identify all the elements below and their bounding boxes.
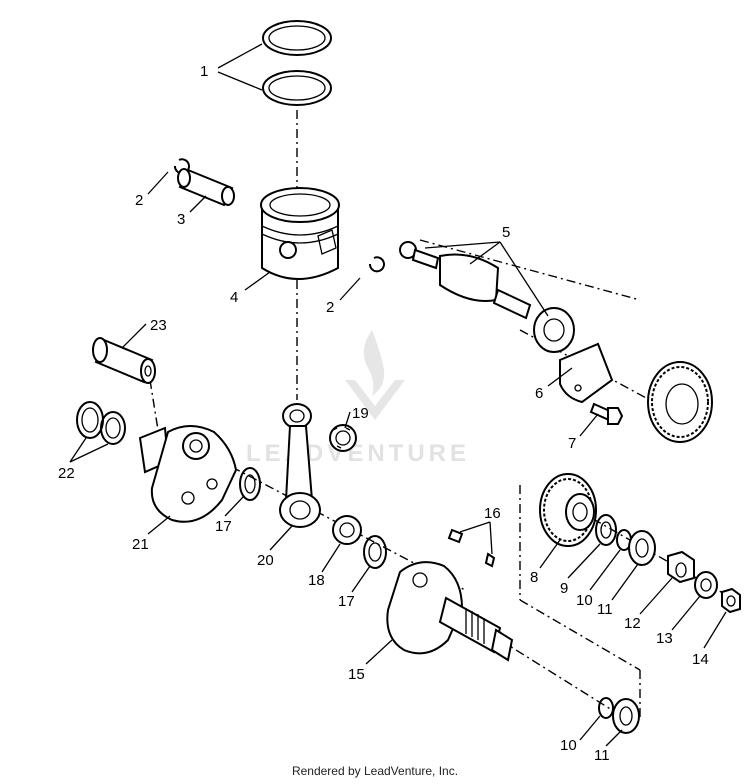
crank-seals (76, 401, 126, 445)
primary-gear (647, 361, 713, 443)
thrust-washers (239, 467, 387, 569)
crankshaft-right-half (386, 561, 514, 662)
callout-10-bottom: 10 (560, 737, 577, 754)
callout-23: 23 (150, 317, 167, 334)
callout-21: 21 (132, 536, 149, 553)
big-end-bearing (332, 515, 362, 545)
callout-13: 13 (656, 630, 673, 647)
callout-19: 19 (352, 405, 369, 422)
piston (260, 187, 340, 280)
piston-pin (177, 168, 235, 207)
callout-9: 9 (560, 580, 568, 597)
callout-5: 5 (502, 224, 510, 241)
callout-15: 15 (348, 666, 365, 683)
small-end-bearing (329, 424, 357, 452)
crankshaft-left-half (138, 425, 238, 523)
callout-11-top: 11 (597, 601, 613, 618)
piston-rings (262, 20, 332, 106)
bracket-plate (559, 342, 614, 404)
callout-14: 14 (692, 651, 709, 668)
footer-credit: Rendered by LeadVenture, Inc. (291, 764, 459, 778)
callout-2-left: 2 (135, 192, 143, 209)
callout-leaders (69, 43, 727, 747)
drive-gear (539, 473, 597, 547)
lock-washer (694, 571, 718, 599)
lock-nut (667, 550, 695, 584)
callout-17-left: 17 (215, 518, 232, 535)
bracket-bolt (589, 402, 624, 425)
gear-washer (595, 514, 617, 546)
main-bearings (612, 530, 656, 734)
callout-17-right: 17 (338, 593, 355, 610)
shaft-assembly (399, 241, 575, 353)
callout-18: 18 (308, 572, 325, 589)
connecting-rod (279, 403, 321, 528)
callout-3: 3 (177, 211, 185, 228)
crank-pin (92, 337, 156, 384)
callout-8: 8 (530, 569, 538, 586)
callout-1: 1 (200, 63, 208, 80)
callout-6: 6 (535, 385, 543, 402)
woodruff-keys (447, 528, 496, 568)
crank-nut (721, 587, 741, 614)
leadventure-watermark: LEADVENTURE (246, 330, 470, 467)
callout-16: 16 (484, 505, 501, 522)
callout-22: 22 (58, 465, 75, 482)
callout-10-top: 10 (576, 592, 593, 609)
callout-12: 12 (624, 615, 641, 632)
callout-2-right: 2 (326, 299, 334, 316)
watermark-text: LEADVENTURE (246, 440, 470, 467)
callout-numbers: 1 2 3 4 2 5 6 7 23 19 22 21 17 20 18 17 … (58, 63, 709, 764)
callout-7: 7 (568, 435, 576, 452)
callout-20: 20 (257, 552, 274, 569)
callout-11-bottom: 11 (594, 747, 610, 764)
callout-4: 4 (230, 289, 238, 306)
